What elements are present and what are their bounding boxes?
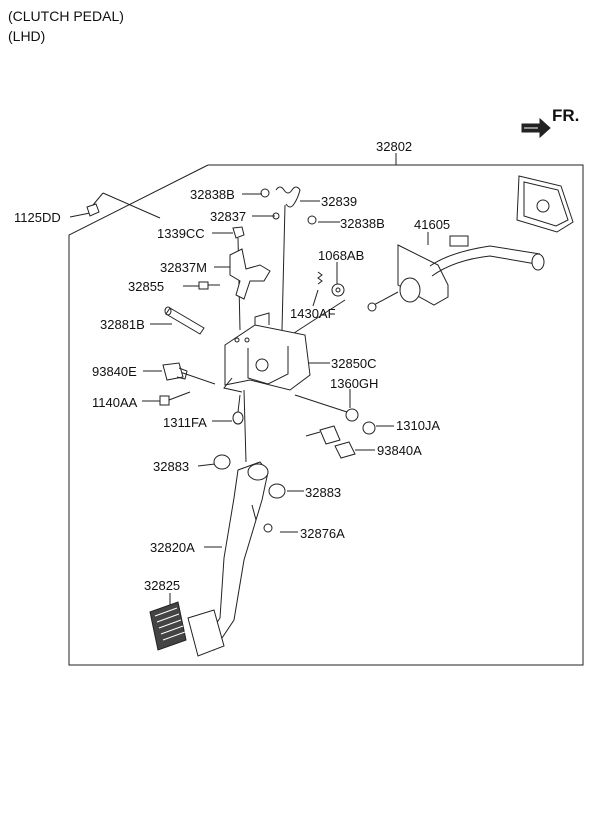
switch-93840e — [162, 362, 188, 381]
part-label[interactable]: 1310JA — [396, 418, 441, 433]
pin-32881b — [164, 306, 205, 335]
part-label[interactable]: 32825 — [144, 578, 181, 593]
assembly-boundary — [68, 164, 584, 666]
part-label[interactable]: 32837 — [210, 209, 247, 224]
part-label[interactable]: 1430AF — [290, 306, 336, 321]
diagram-subtitle: (LHD) — [8, 28, 46, 44]
bracket-32837m — [229, 248, 271, 300]
part-label[interactable]: 32850C — [331, 356, 377, 371]
washer-1068ab — [331, 283, 345, 297]
pedal-bracket-32850c — [223, 312, 311, 393]
part-label[interactable]: 32837M — [160, 260, 207, 275]
part-label[interactable]: 32839 — [321, 194, 358, 209]
master-cylinder-41605 — [367, 235, 545, 312]
assembly-label: 32802 — [376, 139, 413, 154]
pin-1430af — [317, 271, 323, 285]
part-label[interactable]: 32883 — [305, 485, 342, 500]
pedal-pad-32825 — [149, 601, 225, 657]
part-label[interactable]: 1360GH — [330, 376, 379, 391]
part-label[interactable]: 1339CC — [157, 226, 205, 241]
part-label[interactable]: 1068AB — [318, 248, 365, 263]
part-label[interactable]: 1140AA — [92, 395, 138, 410]
part-label[interactable]: 32838B — [340, 216, 385, 231]
gasket-plate — [516, 175, 574, 233]
bolt-1125dd — [86, 192, 104, 217]
part-label[interactable]: 32855 — [128, 279, 165, 294]
clutch-switch-assembly — [294, 394, 376, 459]
part-label[interactable]: 32883 — [153, 459, 190, 474]
leader-lines — [69, 192, 429, 610]
pedal-arm-32820a — [203, 389, 273, 651]
part-label[interactable]: 32820A — [150, 540, 195, 555]
diagram-title: (CLUTCH PEDAL) — [8, 8, 124, 24]
part-label[interactable]: 93840E — [92, 364, 137, 379]
return-spring — [260, 186, 317, 331]
front-direction-label: FR. — [552, 106, 580, 125]
part-label[interactable]: 1311FA — [163, 415, 207, 430]
bolt-1140aa — [159, 391, 191, 406]
bushing-32883 — [213, 454, 286, 499]
front-arrow-icon — [521, 117, 551, 139]
bolt-32855 — [198, 281, 220, 290]
part-label[interactable]: 93840A — [377, 443, 422, 458]
part-label[interactable]: 32881B — [100, 317, 145, 332]
part-label[interactable]: 32876A — [300, 526, 345, 541]
part-label[interactable]: 1125DD — [14, 210, 61, 225]
nut-1311fa — [232, 394, 244, 425]
part-label[interactable]: 32838B — [190, 187, 235, 202]
part-label[interactable]: 41605 — [414, 217, 451, 232]
